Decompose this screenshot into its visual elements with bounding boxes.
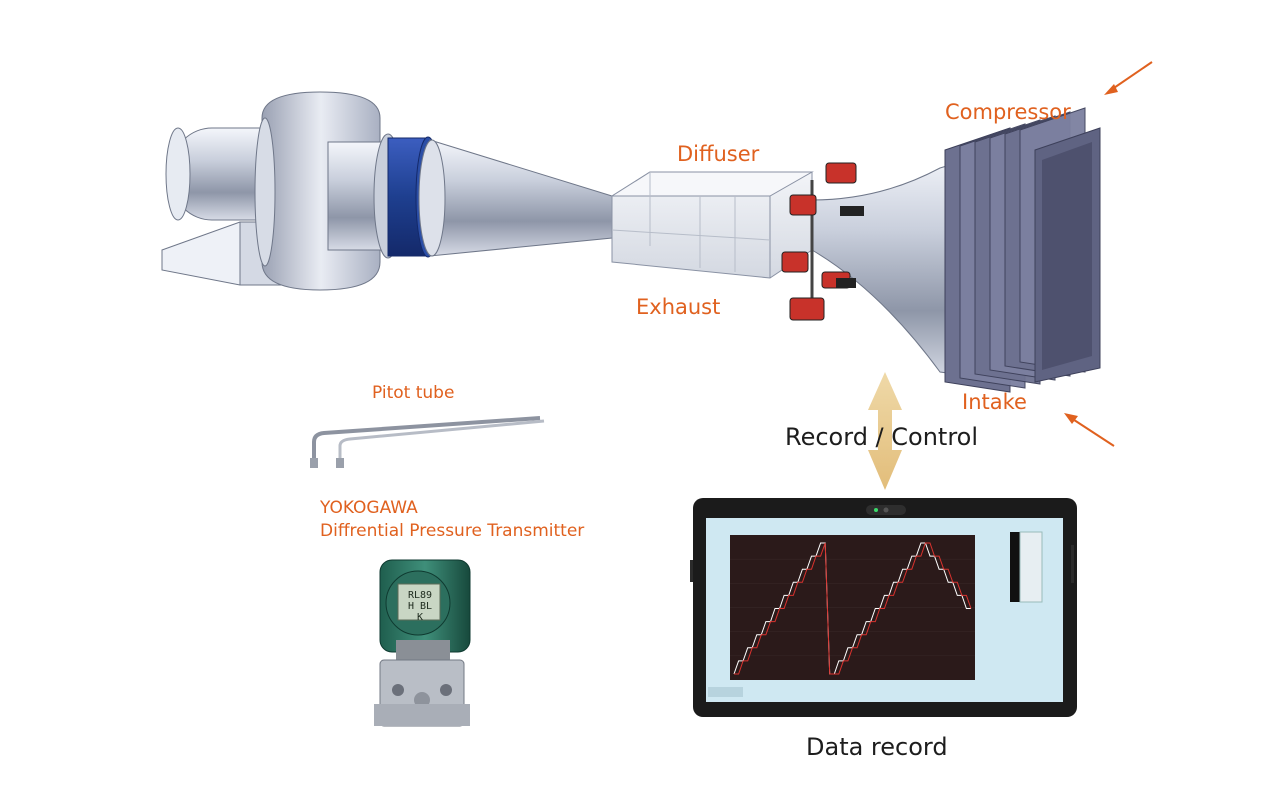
transmitter-display-line2: H BL K — [407, 601, 433, 623]
flow-in-arrow-top — [1104, 61, 1153, 95]
record-control-double-arrow — [868, 372, 902, 490]
pitot-tube — [310, 416, 545, 468]
transmitter-brand-label: YOKOGAWA — [320, 498, 418, 518]
tablet — [690, 498, 1077, 717]
diffuser-cone — [418, 139, 613, 257]
exhaust-label: Exhaust — [636, 295, 721, 319]
data-record-label: Data record — [806, 733, 948, 761]
plot-trace-2 — [734, 542, 972, 675]
flow-in-arrow-bottom — [1064, 413, 1115, 447]
pressure-transmitter — [374, 559, 471, 727]
intake-label: Intake — [962, 390, 1027, 414]
pitot-tube-label: Pitot tube — [372, 383, 455, 403]
transmitter-display-line1: RL89 — [407, 590, 433, 601]
test-section — [610, 171, 814, 279]
transmitter-display: RL89 H BL K — [403, 590, 437, 623]
intake-screens — [944, 107, 1101, 393]
sensor-cluster — [781, 162, 864, 321]
diffuser-label: Diffuser — [677, 142, 760, 166]
compressor-label: Compressor — [945, 100, 1071, 124]
transmitter-name-label: Diffrential Pressure Transmitter — [320, 521, 585, 541]
record-control-label: Record / Control — [785, 423, 979, 451]
